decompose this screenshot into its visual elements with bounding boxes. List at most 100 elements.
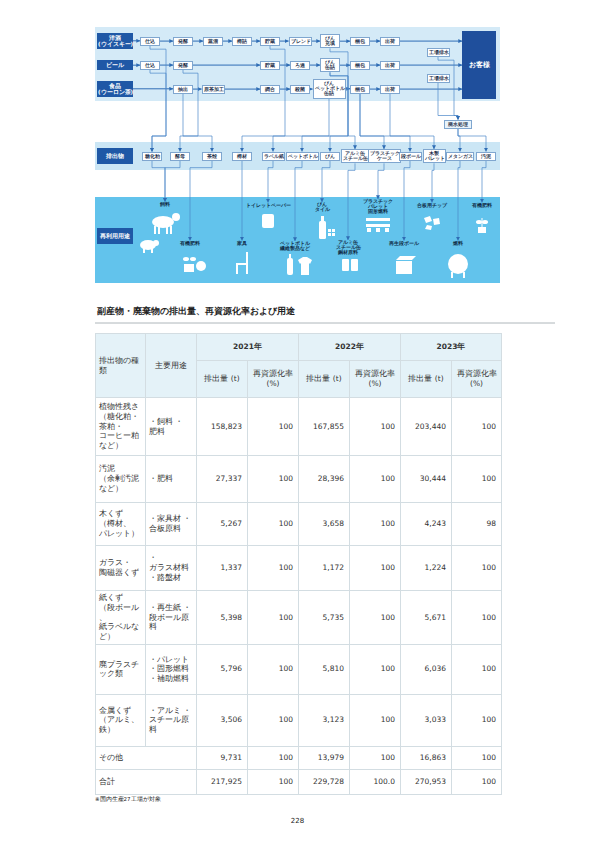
table-cell: 100.0 [350, 769, 401, 794]
node-text: 汚泥 [478, 154, 494, 159]
toilet-paper-icon [262, 214, 274, 228]
cell-text: 100 [353, 613, 395, 623]
cell-text: 主要用途 [149, 361, 193, 371]
cell-text: 木くず（樽材、パレット） [99, 509, 142, 538]
table-cell: 100 [350, 546, 401, 591]
flow-arrow [340, 41, 350, 42]
pallet-icon [366, 218, 390, 221]
node-text: 出荷 [382, 87, 398, 92]
reuse-label: びん タイル [312, 202, 332, 212]
glass-bottle-icon [321, 216, 324, 221]
table-cell: 3,506 [197, 694, 248, 746]
table-cell: 98 [452, 503, 502, 546]
node-text: 梱包 [352, 87, 368, 92]
process-box: 貯蔵 [260, 61, 280, 70]
cell-text: 5,267 [200, 519, 242, 529]
table-cell: 100 [452, 546, 502, 591]
table-cell: 28,396 [299, 456, 350, 503]
chair-icon [246, 252, 248, 274]
node-text: メタンガス [448, 154, 472, 159]
table-cell: 100 [350, 644, 401, 694]
flow-arrow [390, 94, 434, 149]
cell-text: 5,398 [200, 613, 242, 623]
flow-arrow [193, 41, 203, 42]
node-text: ブレンド [291, 39, 310, 44]
cell-text: 100 [455, 474, 496, 484]
table-header-cell: 2021年 [197, 334, 299, 361]
cell-text: 5,671 [404, 613, 446, 623]
flow-arrow [165, 161, 180, 202]
node-text: ペットボトル [288, 154, 317, 159]
cell-text: 30,444 [404, 474, 446, 484]
tile-icon [332, 233, 335, 236]
group-label: 再利用用途 [97, 228, 133, 244]
flow-arrow [458, 161, 460, 241]
table-header-cell: 排出物の種類 [96, 334, 146, 398]
emission-band: 排出物糖化粕酵母茶殻樽材ラベル紙ペットボトルびんアルミ缶 スチール缶プラスチック… [95, 142, 500, 170]
plant-icon [190, 257, 196, 261]
table-header-cell: 再資源化率(%) [350, 361, 401, 398]
table-row: 紙くず（段ボール、紙ラベルなど）・再生紙 ・段ボール原料5,3981005,73… [96, 591, 502, 645]
cell-text: 再資源化率(%) [455, 369, 498, 389]
chip-icon [433, 218, 440, 225]
flow-arrow [302, 99, 329, 152]
flow-arrow [152, 161, 165, 202]
waste-box: 木製 パレット [423, 149, 446, 163]
reuse-panel: 再利用用途飼料有機肥料家具トイレットペーパーペットボトル 繊維製品などびん タイ… [95, 197, 500, 283]
cell-text: 13,979 [302, 753, 344, 763]
table-cell: 廃プラスチック類 [96, 644, 146, 694]
flow-arrow [432, 163, 434, 202]
cell-text: 100 [455, 422, 496, 432]
node-text: アルミ缶 スチール缶 [343, 151, 367, 161]
cell-text: 3,506 [200, 715, 242, 725]
table-header-cell: 排出量 (t) [401, 361, 452, 398]
process-box: ろ過 [290, 61, 310, 70]
pallet-icon [367, 228, 371, 232]
table-cell: 100 [350, 694, 401, 746]
node-text: ろ過 [292, 63, 308, 68]
plant-icon [482, 218, 483, 227]
cow-icon [158, 226, 160, 234]
table-header-cell: 主要用途 [146, 334, 197, 398]
node-text: 殺菌 [292, 87, 308, 92]
reuse-label: トイレットペーパー [245, 203, 292, 208]
table-header-cell: 排出量 (t) [197, 361, 248, 398]
node-text: 茶殻 [204, 154, 220, 159]
process-box: 発酵 [173, 61, 193, 70]
category-box: ビール [97, 60, 133, 70]
cell-text: 100 [455, 777, 496, 787]
table-cell: 3,033 [401, 694, 452, 746]
pig-icon [143, 248, 145, 253]
cell-text: 1,337 [200, 563, 242, 573]
cell-text: 5,810 [302, 664, 344, 674]
table-cell: 1,172 [299, 546, 350, 591]
chip-icon [425, 225, 432, 230]
table-cell: 100 [248, 503, 299, 546]
box-icon [396, 261, 412, 274]
table-cell: ・飼料 ・肥料 [146, 398, 197, 456]
cell-text: 100 [353, 519, 395, 529]
table-cell: 3,658 [299, 503, 350, 546]
node-text: 樽材 [234, 154, 250, 159]
table-row: 金属くず（アルミ、鉄）・アルミ ・スチール原料3,5061003,1231003… [96, 694, 502, 746]
table-cell: 217,925 [197, 769, 248, 794]
flow-arrow [310, 65, 320, 66]
table-cell: ・再生紙 ・段ボール原料 [146, 591, 197, 645]
cow-icon [154, 226, 156, 234]
cell-text: 合計 [99, 777, 193, 787]
cell-text: 98 [455, 519, 496, 529]
cell-text: 217,925 [200, 777, 242, 787]
shirt-icon [298, 257, 312, 275]
flow-arrow [482, 161, 486, 203]
cell-text: 3,123 [302, 715, 344, 725]
flow-arrow [312, 41, 321, 42]
plant-icon [196, 261, 206, 271]
flow-arrow [280, 41, 289, 42]
flow-arrow [370, 89, 380, 90]
table-cell: 27,337 [197, 456, 248, 503]
reuse-icons [140, 213, 488, 278]
node-text: 燃料 [448, 241, 468, 246]
node-text: 仕込 [142, 63, 158, 68]
table-cell: 100 [350, 746, 401, 769]
flow-arrow [252, 41, 260, 42]
